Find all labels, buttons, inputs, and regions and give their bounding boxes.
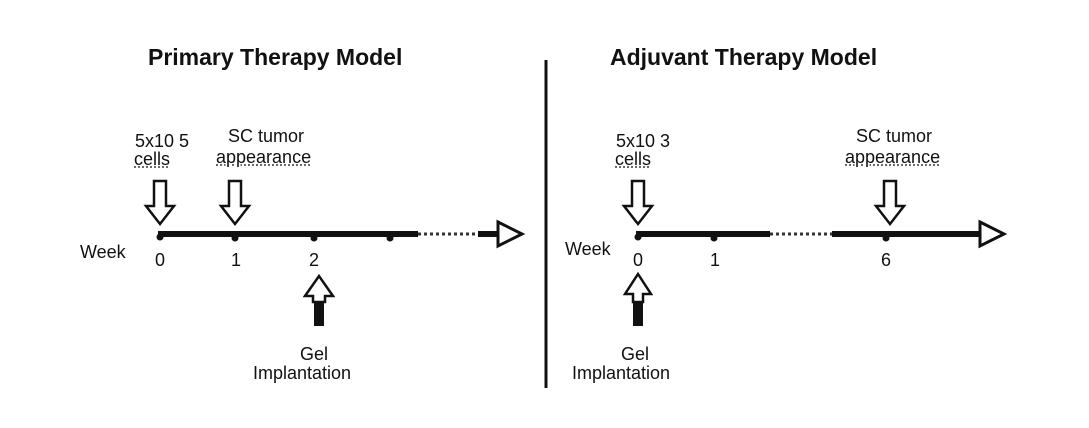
primary-tumor-line2: appearance <box>216 147 312 167</box>
adjuvant-cells-arrow <box>621 179 655 227</box>
adjuvant-axis-arrowhead <box>978 219 1008 249</box>
adjuvant-tick-label-1: 1 <box>710 250 721 270</box>
primary-gel-line2: Implantation <box>253 363 352 383</box>
adjuvant-cells-count: 5x10 3 <box>616 131 671 151</box>
primary-cells-count: 5x10 5 <box>135 131 190 151</box>
primary-axis-label: Week <box>80 242 126 262</box>
adjuvant-tick-label-6: 6 <box>881 250 892 270</box>
adjuvant-gel-line1: Gel <box>621 344 650 364</box>
adjuvant-cells-word: cells <box>615 149 652 169</box>
primary-gel-line1: Gel <box>300 344 329 364</box>
primary-tumor-arrow <box>218 179 252 227</box>
adjuvant-tick-0 <box>634 233 642 241</box>
adjuvant-tick-6 <box>882 234 890 242</box>
primary-tick-2 <box>310 234 318 242</box>
adjuvant-tumor-line1: SC tumor <box>856 126 933 146</box>
primary-tick-3 <box>386 234 394 242</box>
primary-cells-word: cells <box>134 149 171 169</box>
adjuvant-axis-label: Week <box>565 239 611 259</box>
primary-tick-label-0: 0 <box>155 250 166 270</box>
primary-tick-0 <box>156 233 164 241</box>
adjuvant-timeline <box>634 219 1008 249</box>
adjuvant-title: Adjuvant Therapy Model <box>610 44 878 70</box>
adjuvant-tick-1 <box>710 234 718 242</box>
primary-cells-arrow <box>143 179 177 227</box>
primary-title: Primary Therapy Model <box>148 44 403 70</box>
adjuvant-gel-line2: Implantation <box>572 363 671 383</box>
primary-timeline <box>156 219 526 249</box>
primary-tumor-line1: SC tumor <box>228 126 305 146</box>
primary-tick-label-2: 2 <box>309 250 320 270</box>
primary-tick-1 <box>231 234 239 242</box>
primary-gel-arrow <box>302 273 336 326</box>
adjuvant-gel-arrow <box>622 271 654 326</box>
adjuvant-tumor-line2: appearance <box>845 147 941 167</box>
primary-axis-arrowhead <box>496 219 526 249</box>
adjuvant-tick-label-0: 0 <box>633 250 644 270</box>
primary-tick-label-1: 1 <box>231 250 242 270</box>
adjuvant-tumor-arrow <box>873 179 907 227</box>
